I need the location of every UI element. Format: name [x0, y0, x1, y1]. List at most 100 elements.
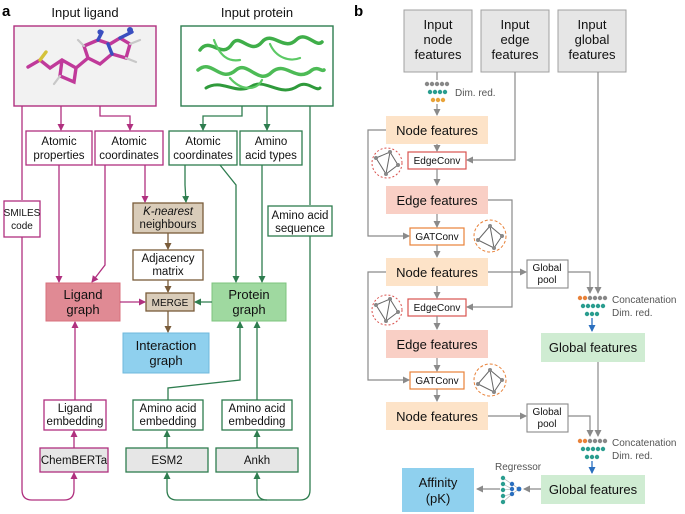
gatconv-label-2: GATConv — [415, 376, 458, 387]
adjacency-matrix-line2: matrix — [152, 266, 184, 278]
interaction-graph-line2: graph — [149, 353, 182, 368]
ligand-molecule-icon — [26, 27, 142, 86]
input-node-features-box: Input node features — [403, 9, 473, 73]
adjacency-matrix-box: Adjacency matrix — [132, 249, 204, 281]
input-edge-features-box: Input edge features — [480, 9, 550, 73]
input-global-features-line2: global — [575, 32, 610, 47]
edge-features-box-2: Edge features — [386, 330, 488, 358]
k-nearest-neighbours-box: K-nearest neighbours — [132, 202, 204, 234]
amino-acid-types-box: Amino acid types — [239, 130, 303, 166]
adjacency-matrix-line1: Adjacency — [141, 253, 194, 265]
concatenation-label-2: Concatenation — [612, 438, 677, 449]
panel-a-label: a — [2, 3, 11, 20]
graph-icon-edgeconv-1 — [371, 147, 403, 179]
amino-acid-sequence-box: Amino acid sequence — [267, 205, 333, 237]
global-pool-box-2: Global pool — [526, 403, 569, 433]
global-pool-2-line2: pool — [538, 419, 557, 430]
atomic-coordinates-ligand-line1: Atomic — [111, 136, 146, 148]
dim-red-label-2: Dim. red. — [612, 308, 653, 319]
esm2-box: ESM2 — [125, 447, 209, 473]
input-protein-title: Input protein — [221, 5, 293, 20]
edge-features-label-2: Edge features — [397, 337, 478, 352]
global-pool-2-line1: Global — [533, 407, 562, 418]
atomic-coordinates-protein-line1: Atomic — [185, 136, 220, 148]
input-node-features-line1: Input — [424, 17, 453, 32]
input-edge-features-line2: edge — [501, 32, 530, 47]
gatconv-box-1: GATConv — [409, 227, 465, 246]
atomic-coordinates-protein-line2: coordinates — [173, 150, 233, 162]
dim-red-label-3: Dim. red. — [612, 451, 653, 462]
ligand-embedding-line2: embedding — [47, 416, 104, 428]
dim-red-icon-1 — [424, 81, 450, 103]
concat-dim-red-icon-2 — [577, 438, 608, 474]
node-features-label-1: Node features — [396, 123, 478, 138]
knn-line1: K-nearest — [143, 206, 194, 218]
ligand-embedding-line1: Ligand — [58, 403, 93, 415]
ligand-graph-box: Ligand graph — [45, 282, 121, 322]
global-pool-box-1: Global pool — [526, 259, 569, 289]
node-features-box-2: Node features — [386, 258, 488, 286]
node-features-label-2: Node features — [396, 265, 478, 280]
merge-box: MERGE — [145, 292, 195, 312]
gatconv-box-2: GATConv — [409, 371, 465, 390]
node-features-box-3: Node features — [386, 402, 488, 430]
protein-graph-line2: graph — [232, 302, 265, 317]
amino-acid-embedding-1-line1: Amino acid — [140, 403, 197, 415]
smiles-code-line1: SMILES — [4, 208, 41, 219]
panel-b-label: b — [354, 3, 363, 20]
interaction-graph-box: Interaction graph — [122, 332, 210, 374]
concatenation-label-1: Concatenation — [612, 295, 677, 306]
input-node-features-line3: features — [415, 47, 462, 62]
protein-graph-box: Protein graph — [211, 282, 287, 322]
input-global-features-box: Input global features — [557, 9, 627, 73]
amino-acid-embedding-2-line2: embedding — [229, 416, 286, 428]
input-ligand-title: Input ligand — [51, 5, 118, 20]
edge-features-box-1: Edge features — [386, 186, 488, 214]
protein-graph-line1: Protein — [228, 287, 269, 302]
input-node-features-line2: node — [424, 32, 453, 47]
knn-line2: neighbours — [140, 219, 197, 231]
protein-structure-icon — [196, 35, 326, 92]
affinity-line1: Affinity — [419, 475, 458, 490]
amino-acid-types-line1: Amino — [255, 136, 288, 148]
ligand-embedding-box: Ligand embedding — [43, 399, 107, 431]
edgeconv-box-2: EdgeConv — [407, 298, 467, 317]
protein-image-box — [180, 25, 334, 107]
merge-label: MERGE — [152, 298, 189, 309]
atomic-coordinates-ligand-line2: coordinates — [99, 150, 159, 162]
regressor-network-icon — [500, 475, 522, 505]
ankh-label: Ankh — [244, 455, 270, 467]
atomic-coordinates-protein-box: Atomic coordinates — [168, 130, 238, 166]
input-global-features-line1: Input — [578, 17, 607, 32]
chemberta-label: ChemBERTa — [41, 455, 108, 467]
amino-acid-types-line2: acid types — [245, 150, 297, 162]
ligand-graph-line2: graph — [66, 302, 99, 317]
input-edge-features-line3: features — [492, 47, 539, 62]
smiles-code-line2: code — [11, 221, 33, 232]
regressor-label: Regressor — [495, 462, 542, 473]
input-edge-features-line1: Input — [501, 17, 530, 32]
ligand-image-box — [13, 25, 157, 107]
node-features-label-3: Node features — [396, 409, 478, 424]
smiles-code-box: SMILES code — [3, 200, 41, 238]
affinity-box: Affinity (pK) — [402, 468, 474, 512]
atomic-coordinates-ligand-box: Atomic coordinates — [94, 130, 164, 166]
gatconv-label-1: GATConv — [415, 232, 458, 243]
amino-acid-embedding-2-box: Amino acid embedding — [221, 399, 293, 431]
node-features-box-1: Node features — [386, 116, 488, 144]
global-pool-1-line2: pool — [538, 275, 557, 286]
edgeconv-label-1: EdgeConv — [414, 156, 461, 167]
esm2-label: ESM2 — [151, 455, 182, 467]
atomic-properties-box: Atomic properties — [25, 130, 93, 166]
dim-red-label-1: Dim. red. — [455, 88, 496, 99]
edge-features-label-1: Edge features — [397, 193, 478, 208]
interaction-graph-line1: Interaction — [136, 338, 197, 353]
global-features-box-2: Global features — [541, 475, 645, 504]
concat-dim-red-icon-1 — [577, 295, 608, 332]
graph-icon-gatconv-2 — [473, 363, 507, 397]
edgeconv-label-2: EdgeConv — [414, 303, 461, 314]
amino-acid-sequence-line2: sequence — [275, 223, 325, 235]
edgeconv-box-1: EdgeConv — [407, 151, 467, 170]
amino-acid-embedding-1-line2: embedding — [140, 416, 197, 428]
